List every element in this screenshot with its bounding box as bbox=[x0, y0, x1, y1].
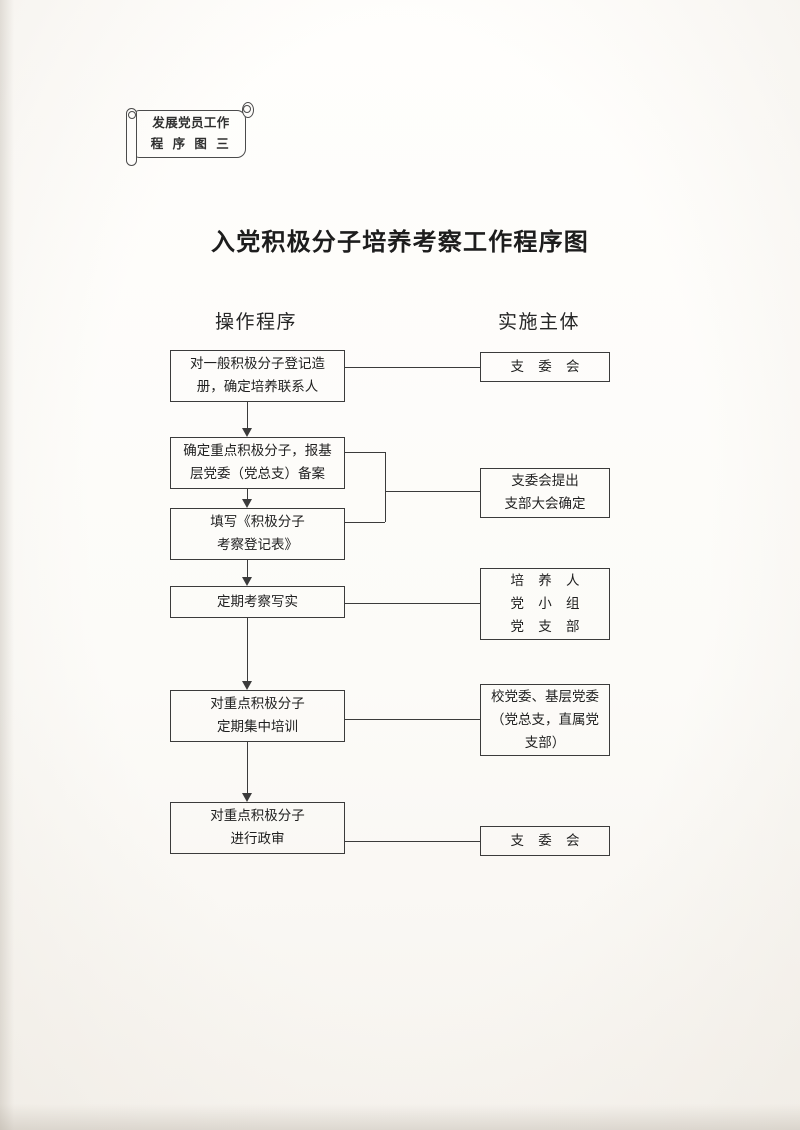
connector-step6-to-actor5 bbox=[345, 841, 480, 842]
connector-step5-to-step6 bbox=[247, 742, 248, 793]
process-box-4-line-1: 定期考察写实 bbox=[217, 593, 298, 610]
connector-step3-bracket-stub bbox=[345, 522, 385, 523]
scroll-banner: 发展党员工作 程 序 图 三 bbox=[124, 102, 254, 166]
connector-step1-to-step2 bbox=[247, 402, 248, 428]
actor-box-2-line-1: 支委会提出 bbox=[511, 473, 579, 489]
page-title: 入党积极分子培养考察工作程序图 bbox=[211, 227, 589, 256]
process-box-2-line-1: 确定重点积极分子，报基 bbox=[183, 443, 332, 459]
arrowhead-step2 bbox=[242, 428, 252, 437]
process-box-4: 定期考察写实 bbox=[170, 586, 345, 618]
actor-box-2: 支委会提出 支部大会确定 bbox=[480, 468, 610, 518]
process-box-2-line-2: 层党委（党总支）备案 bbox=[190, 466, 325, 482]
process-box-5-line-2: 定期集中培训 bbox=[217, 719, 298, 735]
actor-box-4-line-3: 支部） bbox=[524, 734, 566, 751]
connector-step4-to-actor3 bbox=[345, 603, 480, 604]
connector-bracket-to-actor2 bbox=[385, 491, 480, 492]
connector-step1-to-actor1 bbox=[345, 367, 480, 368]
connector-step2-bracket-stub bbox=[345, 452, 385, 453]
scroll-banner-text: 发展党员工作 程 序 图 三 bbox=[138, 112, 244, 154]
arrowhead-step6 bbox=[242, 793, 252, 802]
process-box-3-line-2: 考察登记表》 bbox=[217, 537, 298, 553]
scroll-knot-left-icon bbox=[128, 111, 136, 119]
actor-box-4-line-2: （党总支，直属党 bbox=[491, 711, 599, 728]
process-box-6-line-1: 对重点积极分子 bbox=[210, 808, 305, 824]
process-box-1-line-1: 对一般积极分子登记造 bbox=[190, 356, 325, 372]
connector-step3-to-step4 bbox=[247, 560, 248, 577]
scroll-roll-left-icon bbox=[126, 108, 137, 166]
process-box-5-line-1: 对重点积极分子 bbox=[210, 696, 305, 712]
actor-box-3-line-2: 党 小 组 bbox=[510, 595, 585, 612]
column-header-operation-procedure: 操作程序 bbox=[215, 311, 298, 333]
actor-box-4-line-1: 校党委、基层党委 bbox=[491, 688, 599, 705]
actor-box-1-line-1: 支 委 会 bbox=[510, 358, 585, 375]
scroll-banner-line1: 发展党员工作 bbox=[152, 115, 230, 130]
actor-box-3: 培 养 人 党 小 组 党 支 部 bbox=[480, 568, 610, 640]
process-box-1: 对一般积极分子登记造 册，确定培养联系人 bbox=[170, 350, 345, 402]
connector-step2-to-step3 bbox=[247, 489, 248, 499]
process-box-2: 确定重点积极分子，报基 层党委（党总支）备案 bbox=[170, 437, 345, 489]
actor-box-5-line-1: 支 委 会 bbox=[510, 832, 585, 849]
actor-box-1: 支 委 会 bbox=[480, 352, 610, 382]
scroll-banner-line2: 程 序 图 三 bbox=[150, 136, 232, 151]
actor-box-3-line-3: 党 支 部 bbox=[510, 618, 585, 635]
actor-box-4: 校党委、基层党委 （党总支，直属党 支部） bbox=[480, 684, 610, 756]
connector-step5-to-actor4 bbox=[345, 719, 480, 720]
arrowhead-step4 bbox=[242, 577, 252, 586]
connector-step4-to-step5 bbox=[247, 618, 248, 681]
scan-edge-shadow-left bbox=[0, 0, 14, 1130]
process-box-3-line-1: 填写《积极分子 bbox=[210, 514, 305, 530]
process-box-1-line-2: 册，确定培养联系人 bbox=[196, 379, 319, 395]
scan-edge-shadow-bottom bbox=[0, 1104, 800, 1130]
column-header-responsible-body: 实施主体 bbox=[498, 311, 581, 333]
arrowhead-step3 bbox=[242, 499, 252, 508]
process-box-6-line-2: 进行政审 bbox=[230, 831, 285, 847]
arrowhead-step5 bbox=[242, 681, 252, 690]
actor-box-2-line-2: 支部大会确定 bbox=[504, 496, 586, 512]
connector-bracket-vertical bbox=[385, 452, 386, 522]
actor-box-3-line-1: 培 养 人 bbox=[510, 572, 585, 589]
process-box-5: 对重点积极分子 定期集中培训 bbox=[170, 690, 345, 742]
process-box-6: 对重点积极分子 进行政审 bbox=[170, 802, 345, 854]
actor-box-5: 支 委 会 bbox=[480, 826, 610, 856]
process-box-3: 填写《积极分子 考察登记表》 bbox=[170, 508, 345, 560]
scroll-knot-right-icon bbox=[243, 105, 251, 113]
